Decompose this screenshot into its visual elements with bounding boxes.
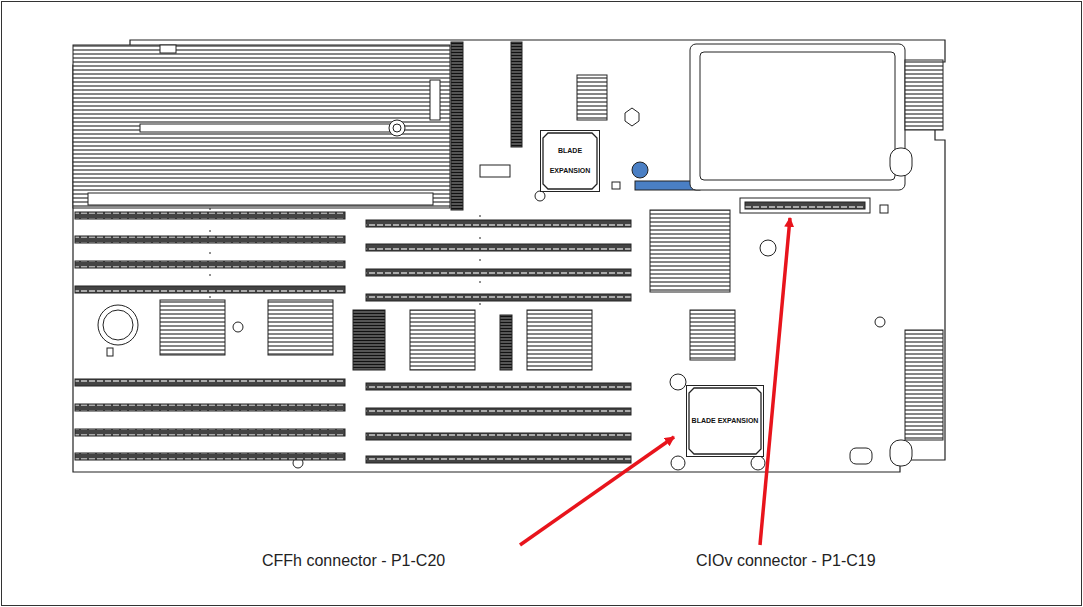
connector <box>451 42 463 210</box>
chip <box>268 300 333 355</box>
chip-heatsink <box>650 210 730 292</box>
chip <box>527 310 592 370</box>
latch <box>850 448 872 464</box>
ciov-connector <box>745 202 865 209</box>
led <box>632 162 648 178</box>
callout-label: CIOv connector - P1-C19 <box>696 552 876 570</box>
component <box>612 182 620 189</box>
screw <box>389 120 405 136</box>
battery <box>98 305 138 345</box>
screw <box>233 322 243 332</box>
screw <box>535 191 545 201</box>
chip <box>500 315 512 370</box>
component <box>107 348 113 356</box>
callout-label: CFFh connector - P1-C20 <box>262 552 445 570</box>
chip <box>690 310 735 360</box>
component <box>880 205 888 213</box>
connector-label: BLADE EXPANSION <box>544 141 596 181</box>
heatsink-handle <box>140 124 390 132</box>
connector <box>511 42 522 147</box>
edge-connector <box>905 60 943 130</box>
chip <box>577 75 607 120</box>
clip <box>160 45 176 53</box>
standoff <box>625 108 639 126</box>
standoff <box>671 456 685 470</box>
screw <box>875 317 885 327</box>
connector-label: BLADE EXPANSION <box>690 411 760 431</box>
leader-arrow <box>520 437 674 545</box>
standoff <box>670 374 686 390</box>
board-outline <box>73 40 945 472</box>
blade-expansion-connector: BLADE EXPANSION <box>540 130 600 192</box>
chip <box>160 300 225 355</box>
leader-arrow <box>760 218 790 545</box>
chip <box>410 310 475 370</box>
blade-expansion-connector: BLADE EXPANSION <box>686 385 764 457</box>
chip <box>353 310 385 370</box>
component <box>430 80 440 120</box>
heatsink <box>73 45 450 208</box>
screw <box>393 124 401 132</box>
latch <box>890 440 912 466</box>
latch <box>890 148 912 176</box>
standoff <box>760 240 776 256</box>
edge-connector <box>905 330 943 440</box>
heatsink-base <box>88 193 433 205</box>
ciov-connector <box>740 198 870 213</box>
standoff <box>751 456 765 470</box>
drive-bay <box>690 44 905 190</box>
drive-bay <box>700 52 895 180</box>
jumper <box>480 165 510 177</box>
connector-outline <box>540 130 600 192</box>
battery <box>103 310 133 340</box>
dimm-slots <box>75 208 631 463</box>
